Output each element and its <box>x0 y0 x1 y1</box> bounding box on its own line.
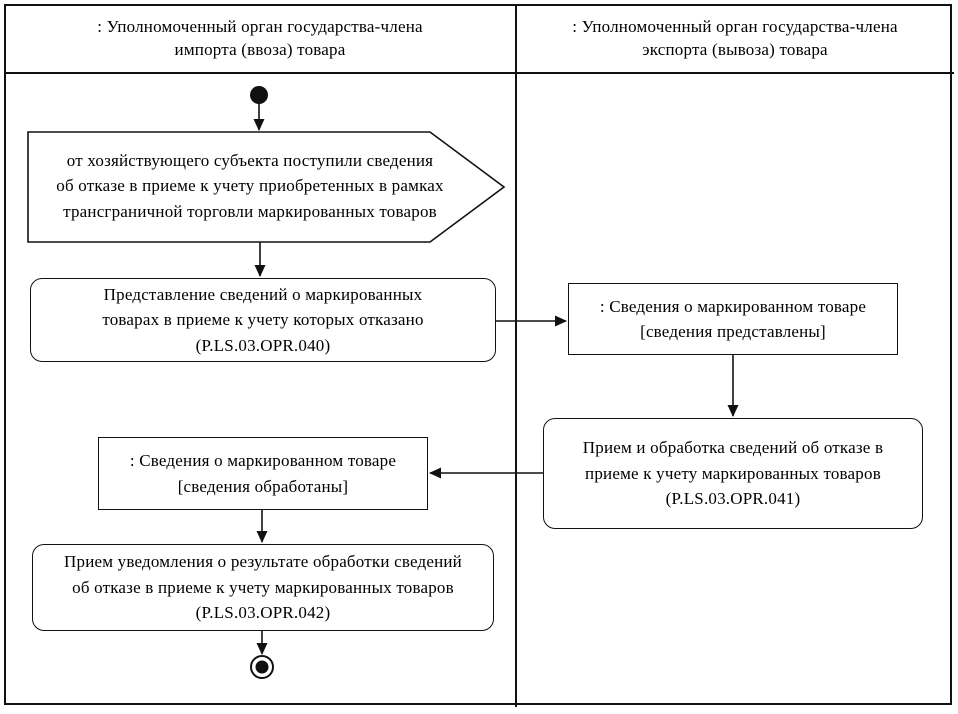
node-text-line: (P.LS.03.OPR.040) <box>195 335 331 355</box>
lane-title-line: : Уполномоченный орган государства-члена <box>97 17 423 36</box>
action-node-opr041: Прием и обработка сведений об отказе в п… <box>543 418 923 529</box>
diagram-border <box>4 4 952 705</box>
lane-title-import: : Уполномоченный орган государства-члена… <box>14 16 506 62</box>
node-text-line: трансграничной торговли маркированных то… <box>63 201 437 221</box>
object-node-processed: : Сведения о маркированном товаре [сведе… <box>98 437 428 510</box>
lane-title-export: : Уполномоченный орган государства-члена… <box>526 16 944 62</box>
lane-header-separator <box>4 72 954 74</box>
node-text-line: (P.LS.03.OPR.041) <box>665 489 801 509</box>
node-text-line: [сведения представлены] <box>640 322 826 341</box>
node-text-line: от хозяйствующего субъекта поступили све… <box>66 150 434 170</box>
node-text-line: об отказе в приеме к учету маркированных… <box>72 577 454 597</box>
lane-title-line: экспорта (вывоза) товара <box>642 39 828 59</box>
lane-title-line: импорта (ввоза) товара <box>174 39 346 59</box>
node-text-line: приеме к учету маркированных товаров <box>585 463 881 483</box>
node-text-line: (P.LS.03.OPR.042) <box>195 603 331 623</box>
initial-node <box>250 86 268 104</box>
node-text-line: Прием уведомления о результате обработки… <box>64 552 462 572</box>
action-node-opr040: Представление сведений о маркированных т… <box>30 278 496 362</box>
node-text-line: Представление сведений о маркированных <box>103 284 423 304</box>
node-text-line: товарах в приеме к учету которых отказан… <box>102 310 424 330</box>
action-node-opr042: Прием уведомления о результате обработки… <box>32 544 494 631</box>
signal-receive-label: от хозяйствующего субъекта поступили све… <box>30 134 470 238</box>
node-text-line: : Сведения о маркированном товаре <box>599 296 867 316</box>
node-text-line: Прием и обработка сведений об отказе в <box>582 438 884 458</box>
object-node-presented: : Сведения о маркированном товаре [сведе… <box>568 283 898 355</box>
final-node-core <box>255 660 269 674</box>
node-text-line: [сведения обработаны] <box>177 476 349 496</box>
lane-divider <box>515 4 517 707</box>
lane-title-line: : Уполномоченный орган государства-члена <box>572 17 898 36</box>
node-text-line: : Сведения о маркированном товаре <box>129 451 397 470</box>
signal-receive-shape <box>27 131 506 243</box>
node-text-line: об отказе в приеме к учету приобретенных… <box>56 176 444 196</box>
